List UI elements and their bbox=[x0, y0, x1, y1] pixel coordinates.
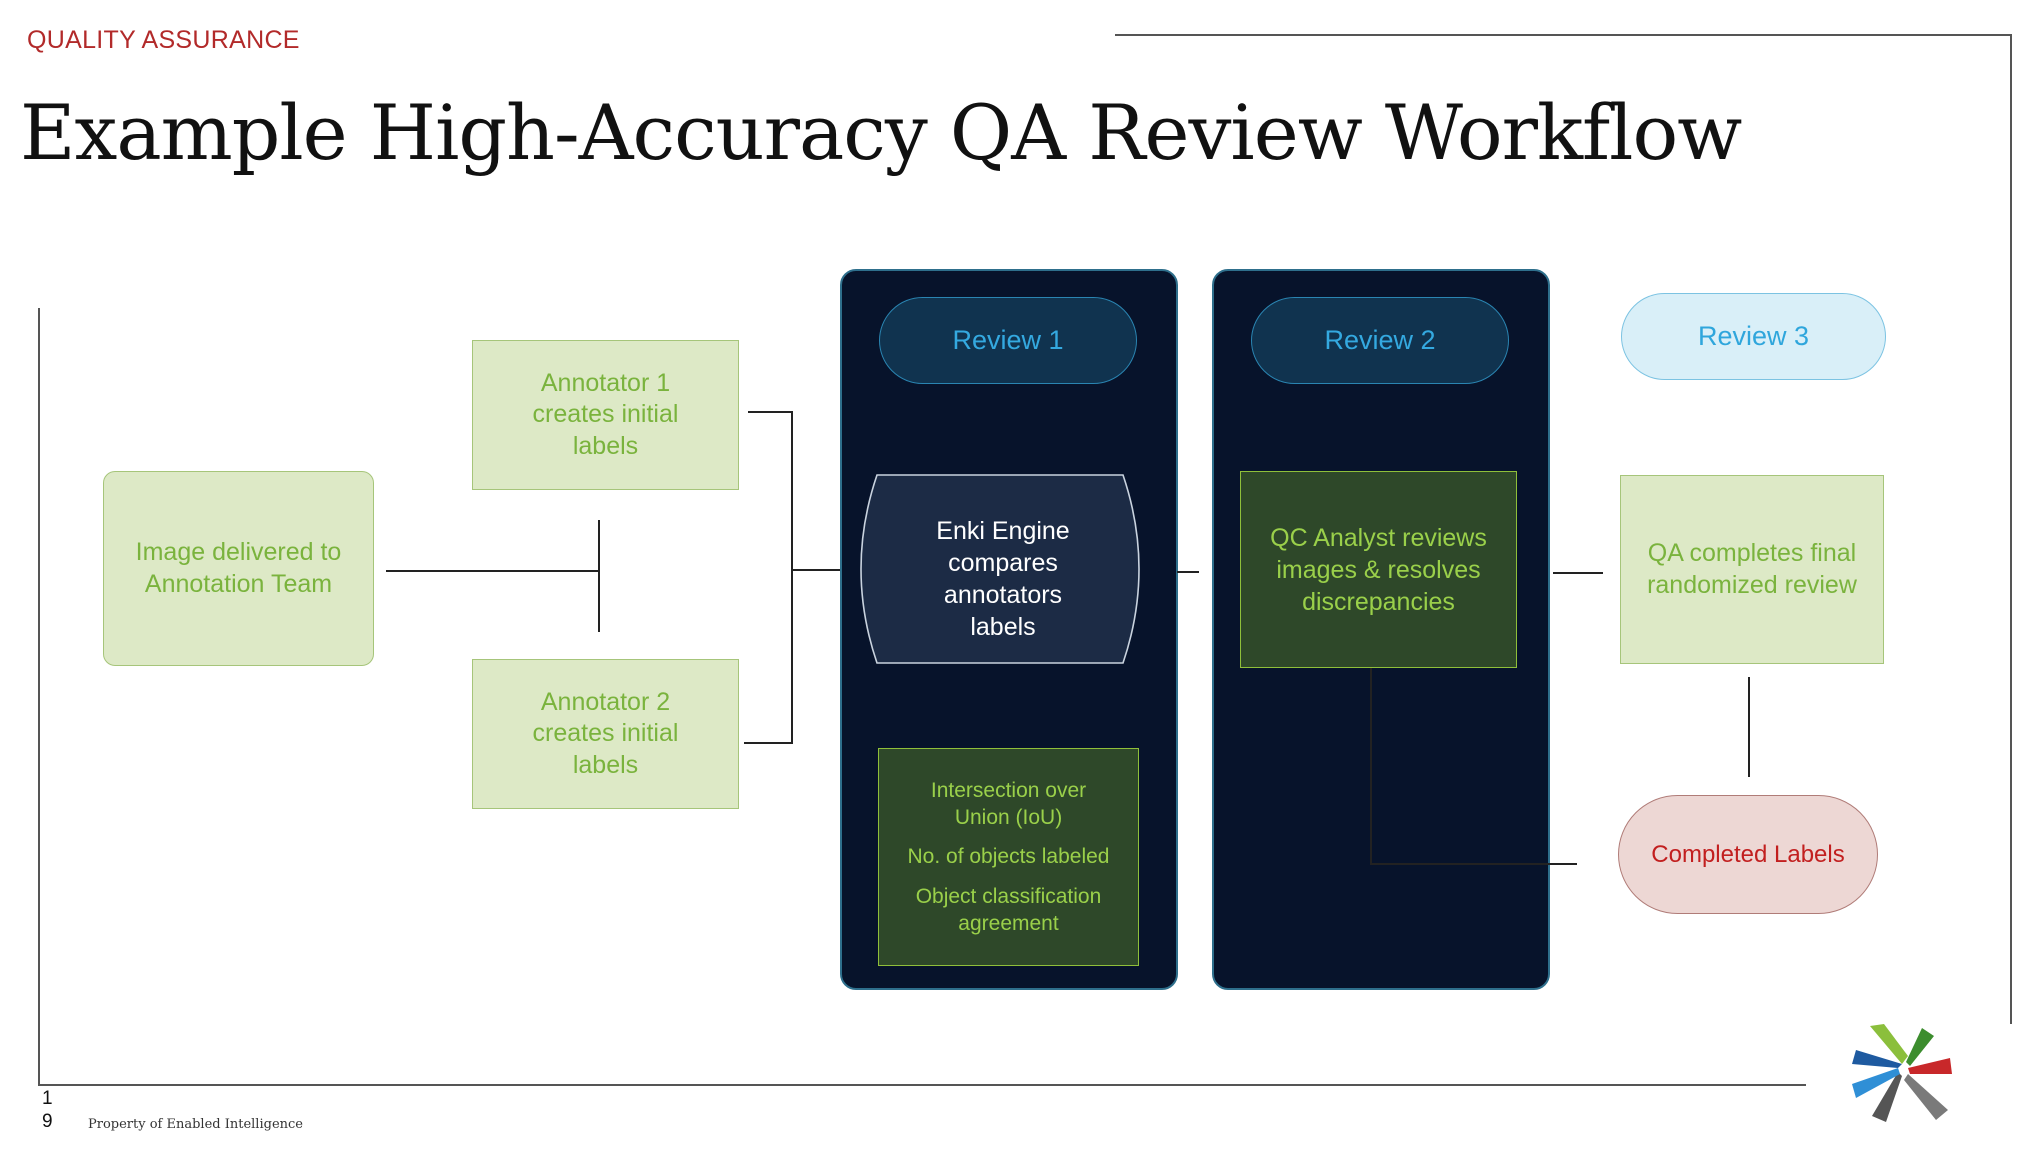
connector-image-to-split bbox=[386, 570, 600, 572]
connector-qc-down bbox=[1370, 668, 1372, 865]
connector-join-vertical bbox=[791, 411, 793, 744]
frame-right-line bbox=[2010, 34, 2012, 1024]
connector-annotator1-out bbox=[748, 411, 793, 413]
connector-review2-to-review3 bbox=[1553, 572, 1603, 574]
qa-review-box: QA completes final randomized review bbox=[1620, 475, 1884, 664]
completed-labels-pill: Completed Labels bbox=[1618, 795, 1878, 914]
frame-bottom-line bbox=[38, 1084, 1806, 1086]
connector-split-vertical bbox=[598, 520, 600, 632]
metric-object-count: No. of objects labeled bbox=[907, 845, 1110, 869]
frame-left-line bbox=[38, 308, 40, 1086]
annotator2-text: Annotator 2 creates initial labels bbox=[532, 688, 679, 779]
review1-pill: Review 1 bbox=[879, 297, 1137, 384]
connector-qa-to-completed bbox=[1748, 677, 1750, 777]
connector-review1-to-review2 bbox=[1177, 571, 1199, 573]
enabled-intelligence-logo-icon bbox=[1852, 1024, 1952, 1122]
frame-top-line bbox=[1115, 34, 2012, 36]
annotator1-box: Annotator 1 creates initial labels bbox=[472, 340, 739, 490]
connector-join-to-review1 bbox=[791, 569, 840, 571]
enki-engine-shape bbox=[860, 474, 1140, 664]
image-delivered-text: Image delivered to Annotation Team bbox=[135, 538, 342, 598]
qc-analyst-text: QC Analyst reviews images & resolves dis… bbox=[1270, 523, 1487, 616]
footer-property-text: Property of Enabled Intelligence bbox=[88, 1117, 303, 1132]
metric-classification: Object classification agreement bbox=[915, 884, 1102, 935]
slide-title: Example High-Accuracy QA Review Workflow bbox=[20, 88, 1742, 177]
enki-engine-text: Enki Engine compares annotators labels bbox=[936, 517, 1070, 641]
section-kicker: QUALITY ASSURANCE bbox=[27, 26, 300, 54]
annotator2-box: Annotator 2 creates initial labels bbox=[472, 659, 739, 809]
qc-analyst-box: QC Analyst reviews images & resolves dis… bbox=[1240, 471, 1517, 668]
metric-iou: Intersection over Union (IoU) bbox=[930, 778, 1087, 830]
page-number: 1 9 bbox=[42, 1088, 53, 1132]
review2-pill: Review 2 bbox=[1251, 297, 1509, 384]
review3-pill: Review 3 bbox=[1621, 293, 1886, 380]
connector-qc-to-completed bbox=[1370, 863, 1577, 865]
annotator1-text: Annotator 1 creates initial labels bbox=[532, 369, 679, 460]
connector-annotator2-out bbox=[744, 742, 793, 744]
image-delivered-box: Image delivered to Annotation Team bbox=[103, 471, 374, 666]
metrics-box: Intersection over Union (IoU) No. of obj… bbox=[878, 748, 1139, 966]
qa-review-text: QA completes final randomized review bbox=[1647, 539, 1857, 599]
